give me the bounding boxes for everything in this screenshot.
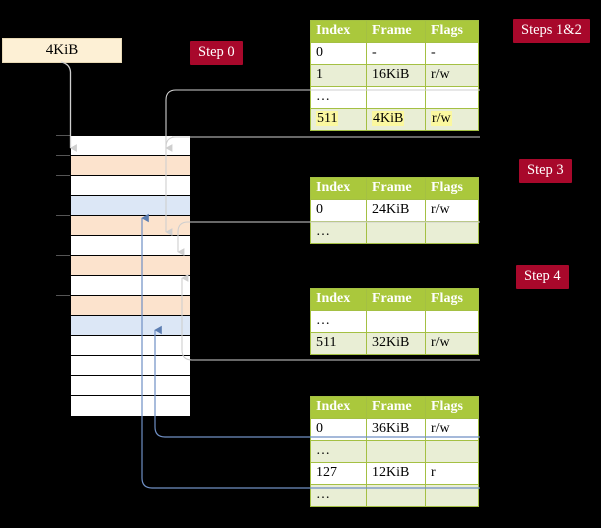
- column-header-frame: Frame: [366, 177, 426, 200]
- column-header-index: Index: [310, 177, 367, 200]
- table-row[interactable]: …: [310, 484, 479, 507]
- cell-frame: [366, 440, 426, 463]
- cell-frame: [366, 86, 426, 109]
- cell-flags: r/w: [425, 108, 479, 131]
- column-header-flags: Flags: [425, 177, 479, 200]
- table-row[interactable]: 0--: [310, 42, 479, 65]
- memory-frame-row: [71, 356, 190, 376]
- memory-frame-row: [71, 156, 190, 176]
- column-header-flags: Flags: [425, 288, 479, 311]
- cell-index: …: [310, 310, 367, 333]
- memory-boundary-tick: [56, 175, 70, 176]
- memory-frame-row: [71, 396, 190, 416]
- cell-frame: [366, 221, 426, 244]
- badge-steps-1-2: Steps 1&2: [513, 19, 590, 43]
- cell-index: …: [310, 86, 367, 109]
- memory-frame-row: [71, 256, 190, 276]
- cell-flags: r/w: [425, 64, 479, 87]
- wire-step1b: [165, 136, 480, 152]
- cell-index: 0: [310, 42, 367, 65]
- cell-flags: r/w: [425, 199, 479, 222]
- badge-step-0: Step 0: [190, 41, 243, 65]
- cell-frame: 32KiB: [366, 332, 426, 355]
- cell-flags: [425, 310, 479, 333]
- memory-frame-row: [71, 176, 190, 196]
- badge-step-4: Step 4: [516, 265, 569, 289]
- memory-boundary-tick: [56, 135, 70, 136]
- cell-index: 511: [310, 108, 367, 131]
- cell-index: …: [310, 440, 367, 463]
- memory-frame-row: [71, 336, 190, 356]
- cell-frame: 16KiB: [366, 64, 426, 87]
- column-header-frame: Frame: [366, 396, 426, 419]
- table-row[interactable]: …: [310, 310, 479, 333]
- cell-index: …: [310, 221, 367, 244]
- cell-index: …: [310, 484, 367, 507]
- memory-boundary-tick: [56, 295, 70, 296]
- cell-flags: [425, 440, 479, 463]
- memory-frame-row: [71, 296, 190, 316]
- column-header-frame: Frame: [366, 288, 426, 311]
- source-frame-box: 4KiB: [2, 38, 122, 63]
- cell-index: 511: [310, 332, 367, 355]
- badge-step-3: Step 3: [519, 159, 572, 183]
- cell-frame: [366, 310, 426, 333]
- memory-frame-row: [71, 316, 190, 336]
- memory-boundary-tick: [56, 215, 70, 216]
- cell-flags: [425, 86, 479, 109]
- table-row[interactable]: …: [310, 440, 479, 463]
- memory-frame-row: [71, 216, 190, 236]
- cell-flags: r/w: [425, 332, 479, 355]
- column-header-frame: Frame: [366, 20, 426, 43]
- cell-index: 127: [310, 462, 367, 485]
- column-header-index: Index: [310, 396, 367, 419]
- physical-memory-column: [70, 135, 191, 416]
- cell-flags: [425, 484, 479, 507]
- table-row[interactable]: …: [310, 86, 479, 109]
- memory-frame-row: [71, 136, 190, 156]
- cell-index: 1: [310, 64, 367, 87]
- cell-frame: [366, 484, 426, 507]
- column-header-flags: Flags: [425, 20, 479, 43]
- cell-index: 0: [310, 199, 367, 222]
- cell-flags: [425, 221, 479, 244]
- column-header-index: Index: [310, 288, 367, 311]
- table-row[interactable]: …: [310, 221, 479, 244]
- cell-flags: r: [425, 462, 479, 485]
- cell-flags: r/w: [425, 418, 479, 441]
- cell-frame: 12KiB: [366, 462, 426, 485]
- memory-frame-row: [71, 196, 190, 216]
- memory-frame-row: [71, 236, 190, 256]
- memory-frame-row: [71, 376, 190, 396]
- cell-index: 0: [310, 418, 367, 441]
- memory-boundary-tick: [56, 255, 70, 256]
- column-header-flags: Flags: [425, 396, 479, 419]
- column-header-index: Index: [310, 20, 367, 43]
- memory-boundary-tick: [56, 155, 70, 156]
- cell-frame: 24KiB: [366, 199, 426, 222]
- cell-frame: 4KiB: [366, 108, 426, 131]
- cell-frame: 36KiB: [366, 418, 426, 441]
- cell-frame: -: [366, 42, 426, 65]
- memory-frame-row: [71, 276, 190, 296]
- source-frame-label: 4KiB: [45, 42, 79, 58]
- cell-flags: -: [425, 42, 479, 65]
